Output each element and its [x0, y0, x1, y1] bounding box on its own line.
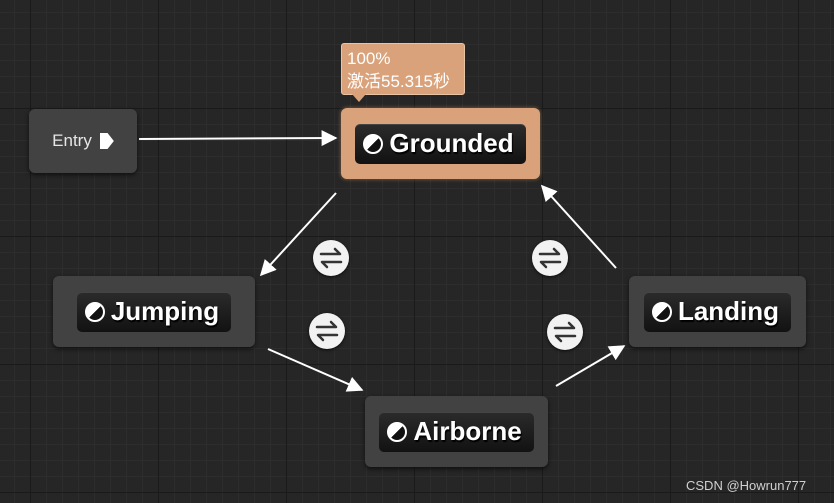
active-state-tooltip: 100% 激活55.315秒 [341, 43, 465, 102]
state-icon [387, 421, 408, 442]
edge-grounded-to-jumping[interactable] [259, 192, 337, 277]
transition-rule-icon-jumping-airborne[interactable] [309, 313, 345, 349]
state-label-jumping: Jumping [110, 296, 220, 326]
transition-rule-icon-landing-grounded[interactable] [532, 240, 568, 276]
edge-landing-to-grounded[interactable] [540, 184, 617, 269]
tooltip-weight: 100% [347, 49, 391, 68]
state-label-grounded: Grounded [389, 128, 514, 158]
state-icon [363, 133, 384, 154]
entry-output-pin-icon[interactable] [99, 133, 114, 149]
state-label-landing: Landing [677, 296, 780, 326]
state-icon [651, 301, 672, 322]
state-node-grounded[interactable]: Grounded [341, 108, 540, 179]
state-title-grounded: Grounded [355, 123, 526, 164]
edge-airborne-to-landing[interactable] [555, 345, 626, 387]
tooltip-active-time: 激活55.315秒 [347, 72, 450, 91]
state-node-airborne[interactable]: Airborne [365, 396, 548, 467]
state-title-landing: Landing [643, 291, 792, 332]
watermark: CSDN @Howrun777 [686, 478, 807, 493]
state-icon [84, 301, 105, 322]
state-title-jumping: Jumping [76, 291, 232, 332]
state-label-airborne: Airborne [413, 416, 522, 446]
edge-entry-to-grounded[interactable] [138, 130, 338, 147]
edge-jumping-to-airborne[interactable] [267, 348, 364, 392]
transition-rule-icon-airborne-landing[interactable] [547, 314, 583, 350]
entry-label: Entry [52, 131, 92, 150]
transition-rule-icon-grounded-jumping[interactable] [313, 240, 349, 276]
state-node-landing[interactable]: Landing [629, 276, 806, 347]
entry-node[interactable]: Entry [29, 109, 137, 173]
state-node-jumping[interactable]: Jumping [53, 276, 255, 347]
state-title-airborne: Airborne [379, 411, 534, 452]
